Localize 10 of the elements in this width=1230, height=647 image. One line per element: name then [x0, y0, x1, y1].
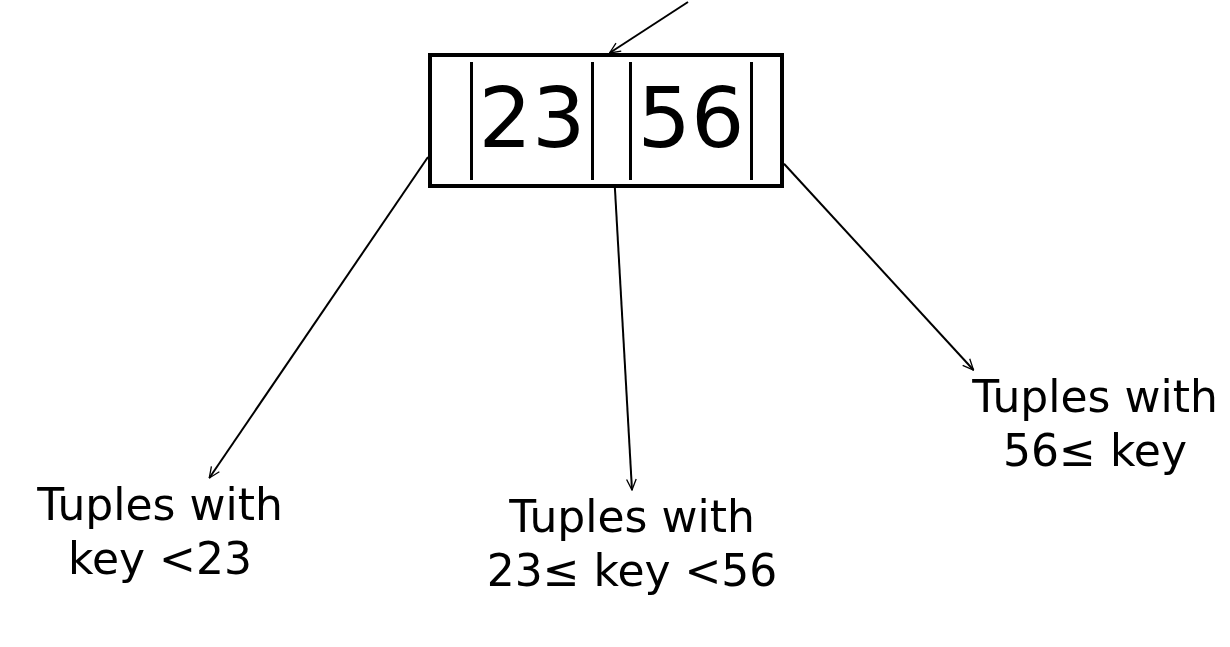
range-label: Tuples with 23≤ key <56: [462, 490, 802, 602]
key-cell: 56: [629, 62, 753, 180]
arrow: [613, 187, 637, 491]
arrow: [783, 162, 975, 371]
range-label: Tuples with 56≤ key: [960, 370, 1230, 482]
arrow: [208, 155, 429, 479]
arrow: [608, 1, 689, 54]
range-label: Tuples with key <23: [15, 478, 305, 590]
node-box: [428, 53, 784, 188]
key-cell: 23: [470, 62, 594, 180]
